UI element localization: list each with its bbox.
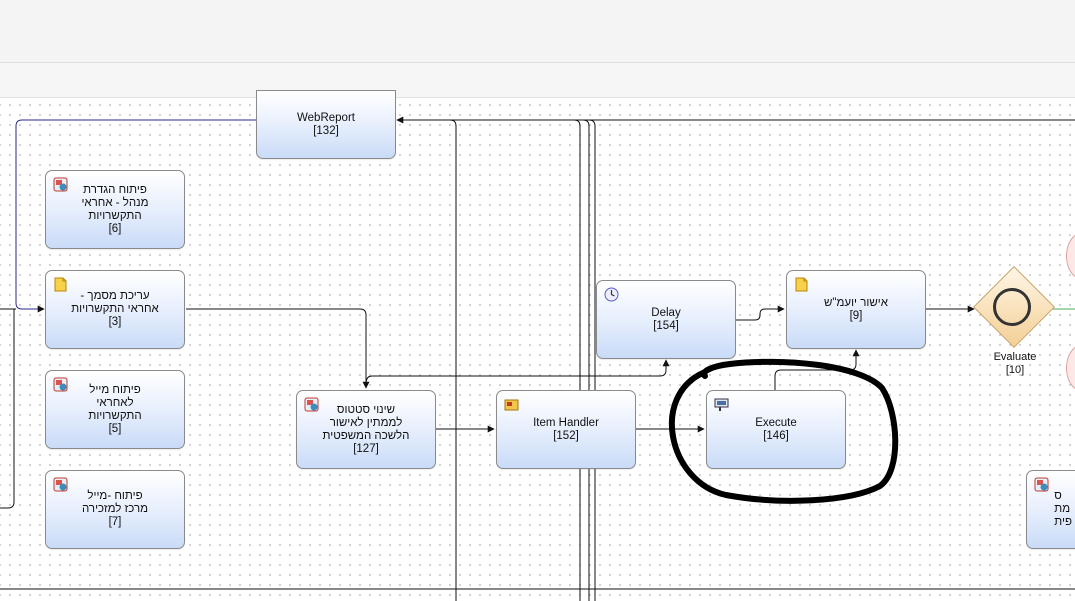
node-5-label: פיתוח מייל לאחראי התקשרויות [88,383,142,422]
execute-icon [714,398,729,411]
workflow-icon [1034,477,1049,492]
node-146-id: [146] [763,429,789,442]
node-5[interactable]: פיתוח מייל לאחראי התקשרויות [5] [45,370,185,449]
node-154-label: Delay [651,306,681,319]
workflow-icon [304,397,319,412]
document-note-icon [54,277,67,292]
node-6-label: פיתוח הגדרת מנהל - אחראי התקשרויות [81,183,149,222]
node-3-label: עריכת מסמך - אחראי התקשרויות [71,290,159,315]
node-webreport-id: [132] [313,124,339,137]
clock-icon [604,287,619,302]
gateway-end-circle-icon [993,288,1031,326]
node-146-label: Execute [755,416,797,429]
node-9[interactable]: אישור יועמ"ש [9] [786,270,926,349]
node-154-id: [154] [653,319,679,332]
node-3-id: [3] [108,316,122,328]
top-header-area [0,0,1075,63]
node-9-id: [9] [849,309,863,322]
document-note-icon [795,277,808,292]
node-3[interactable]: עריכת מסמך - אחראי התקשרויות [3] [45,270,185,349]
node-7[interactable]: פיתוח -מייל מרכז למזכירה [7] [45,470,185,549]
gateway-label-text: Evaluate [993,351,1037,363]
toolbar-area [0,63,1075,98]
node-154[interactable]: Delay [154] [596,280,736,359]
workflow-icon [53,377,68,392]
item-handler-icon [504,399,519,411]
node-152-id: [152] [553,429,579,442]
node-webreport-label: WebReport [297,111,355,124]
gateway-label: Evaluate [10] [975,351,1055,377]
node-127-id: [127] [353,442,379,455]
node-partial-right-label: ס מת פית [1054,490,1072,528]
node-152[interactable]: Item Handler [152] [496,390,636,469]
node-7-id: [7] [108,516,122,528]
workflow-icon [53,177,68,192]
node-6-id: [6] [108,222,122,235]
node-6[interactable]: פיתוח הגדרת מנהל - אחראי התקשרויות [6] [45,170,185,249]
node-152-label: Item Handler [533,416,599,429]
node-146[interactable]: Execute [146] [706,390,846,469]
node-webreport[interactable]: WebReport [132] [256,90,396,159]
node-9-label: אישור יועמ"ש [824,296,888,309]
node-partial-right[interactable]: ס מת פית [1026,470,1075,549]
node-127-label: שינוי סטטוס לממתין לאישור הלשכה המשפטית [322,403,410,442]
workflow-icon [53,477,68,492]
node-5-id: [5] [108,422,122,435]
gateway-label-id: [10] [1005,364,1025,376]
node-127[interactable]: שינוי סטטוס לממתין לאישור הלשכה המשפטית … [296,390,436,469]
node-7-label: פיתוח -מייל מרכז למזכירה [81,490,148,515]
